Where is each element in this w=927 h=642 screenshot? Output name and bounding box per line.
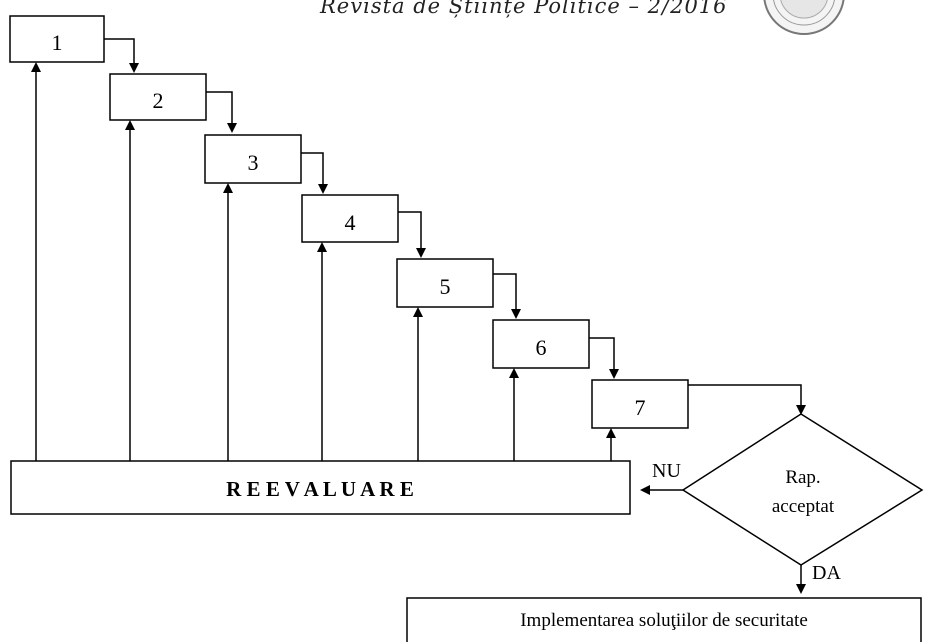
connector-2-3 — [206, 91, 237, 133]
implementation-box: Implementarea soluţiilor de securitate — [406, 597, 922, 642]
step-label-3: 3 — [248, 150, 259, 175]
step-box-1: 1 — [9, 15, 105, 63]
step-label-4: 4 — [345, 210, 356, 235]
implementation-label: Implementarea soluţiilor de securitate — [520, 610, 808, 631]
connector-4-5 — [398, 211, 426, 258]
connector-1-2 — [104, 38, 139, 73]
step-label-1: 1 — [52, 30, 63, 55]
step-box-6: 6 — [492, 319, 590, 369]
step-box-4: 4 — [301, 194, 399, 243]
step-label-2: 2 — [153, 88, 164, 113]
no-branch-label: NU — [652, 460, 681, 482]
academy-seal-logo — [763, 0, 845, 35]
step-box-3: 3 — [204, 134, 302, 184]
step-box-5: 5 — [396, 258, 494, 308]
decision-line-1: Rap. — [785, 467, 820, 488]
connector-7-decision — [688, 384, 806, 415]
decision-line-2: acceptat — [772, 496, 835, 517]
yes-branch-label: DA — [812, 562, 841, 584]
connector-6-7 — [589, 337, 619, 379]
step-label-5: 5 — [440, 274, 451, 299]
step-box-7: 7 — [591, 379, 689, 429]
connector-3-4 — [301, 152, 328, 194]
step-label-7: 7 — [635, 395, 646, 420]
connector-5-6 — [493, 273, 521, 319]
reevaluation-box: R E E V A L U A R E — [10, 460, 631, 515]
decision-diamond: Rap. acceptat — [681, 413, 924, 566]
step-box-2: 2 — [109, 73, 207, 121]
step-label-6: 6 — [536, 335, 547, 360]
reevaluation-label: R E E V A L U A R E — [226, 477, 414, 501]
journal-header: Revista de Științe Politice – 2/2016 — [320, 0, 728, 18]
